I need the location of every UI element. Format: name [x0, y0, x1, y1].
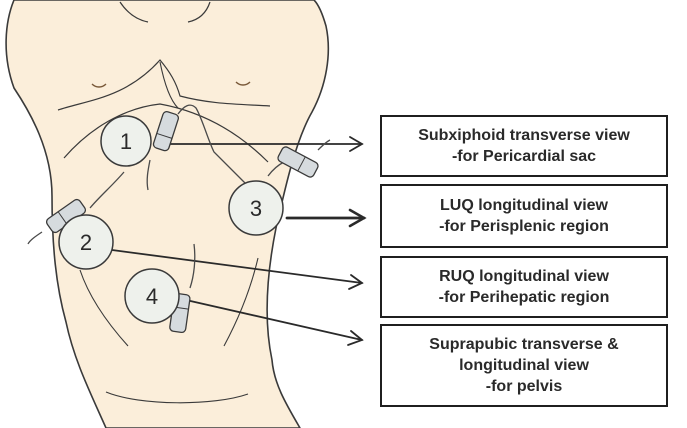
- probe-3-tail: [317, 139, 331, 151]
- sternum-line: [159, 61, 179, 109]
- pelvic-contour: [105, 391, 249, 404]
- probe-3: [277, 146, 319, 178]
- view-purpose: -for Perihepatic region: [438, 289, 610, 306]
- arrow-head-3: [348, 274, 364, 290]
- suprapubic-view-box: Suprapubic transverse & longitudinal vie…: [380, 324, 668, 407]
- view-purpose: -for Perisplenic region: [439, 218, 609, 235]
- probe-1-cable: [177, 104, 249, 187]
- marker-2-number: 2: [80, 230, 92, 255]
- marker-1: 1: [100, 115, 152, 167]
- arrow-line-4: [185, 299, 363, 341]
- subxiphoid-view-box: Subxiphoid transverse view -for Pericard…: [380, 115, 668, 177]
- arrow-line-3: [111, 249, 363, 284]
- view-title: RUQ longitudinal view: [439, 268, 609, 285]
- arrow-head-4: [347, 330, 364, 346]
- probe-2-tail: [27, 231, 43, 245]
- abdominal-contour: [79, 257, 259, 347]
- marker-4-number: 4: [146, 284, 158, 309]
- view-purpose: -for Pericardial sac: [451, 148, 597, 165]
- view-title: Subxiphoid transverse view: [418, 127, 630, 144]
- right-nipple: [235, 81, 251, 86]
- collarbone-line: [119, 1, 211, 23]
- rib-arch: [63, 103, 269, 163]
- luq-view-box: LUQ longitudinal view -for Perisplenic r…: [380, 184, 668, 248]
- torso-illustration: [5, 0, 330, 428]
- probe-cables: [27, 104, 331, 289]
- arrow-head-1: [349, 136, 364, 152]
- view-title: LUQ longitudinal view: [440, 197, 608, 214]
- probe-2-cable: [89, 171, 125, 209]
- view-title-continued: longitudinal view: [459, 357, 589, 374]
- view-purpose: -for pelvis: [485, 378, 563, 395]
- marker-1-number: 1: [120, 129, 132, 154]
- probe-4-cable: [189, 243, 196, 289]
- probe-1: [152, 110, 180, 152]
- marker-3-number: 3: [250, 196, 262, 221]
- chest-contour: [57, 59, 271, 111]
- view-title: Suprapubic transverse &: [429, 336, 619, 353]
- marker-4: 4: [124, 268, 180, 324]
- left-nipple: [91, 83, 107, 88]
- probe-1-tail: [146, 159, 151, 191]
- marker-2: 2: [58, 214, 114, 270]
- connector-arrows: [111, 136, 367, 346]
- marker-3: 3: [228, 180, 284, 236]
- arrow-head-2: [348, 208, 367, 228]
- ruq-view-box: RUQ longitudinal view -for Perihepatic r…: [380, 256, 668, 318]
